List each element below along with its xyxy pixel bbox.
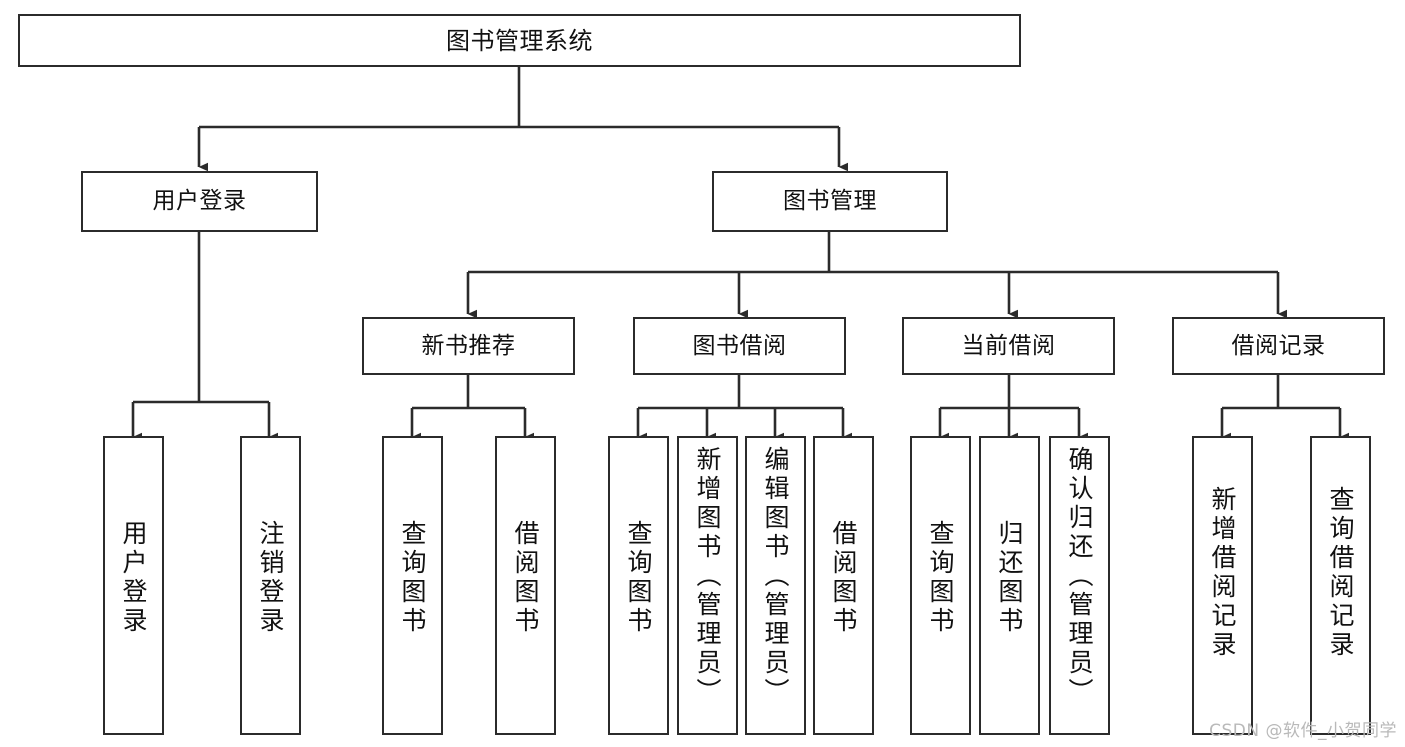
leaf-confirm-return-admin[interactable]: 确认归还（管理员） [1049,436,1110,735]
leaf-query-borrow-record[interactable]: 查询借阅记录 [1310,436,1371,735]
node-label: 借阅记录 [1231,332,1326,359]
node-book-manage[interactable]: 图书管理 [712,171,948,232]
leaf-logout-login[interactable]: 注销登录 [240,436,301,735]
node-label: 新增借阅记录 [1208,486,1237,660]
node-label: 归还图书 [995,520,1024,636]
node-root-system[interactable]: 图书管理系统 [18,14,1021,67]
leaf-add-book-admin[interactable]: 新增图书（管理员） [677,436,738,735]
node-label: 图书管理系统 [446,26,593,55]
node-label: 用户登录 [119,520,148,636]
node-label: 借阅图书 [829,520,858,636]
node-label: 新书推荐 [421,332,516,359]
node-label: 注销登录 [256,520,285,636]
node-label: 当前借阅 [961,332,1056,359]
node-book-borrow[interactable]: 图书借阅 [633,317,846,375]
node-label: 新增图书（管理员） [693,446,722,707]
node-new-book-recommend[interactable]: 新书推荐 [362,317,575,375]
node-label: 图书管理 [783,188,877,214]
node-current-borrow[interactable]: 当前借阅 [902,317,1115,375]
node-label: 确认归还（管理员） [1065,446,1094,707]
leaf-query-book-current[interactable]: 查询图书 [910,436,971,735]
node-label: 借阅图书 [511,520,540,636]
leaf-edit-book-admin[interactable]: 编辑图书（管理员） [745,436,806,735]
leaf-query-book-borrow[interactable]: 查询图书 [608,436,669,735]
node-borrow-record[interactable]: 借阅记录 [1172,317,1385,375]
node-label: 编辑图书（管理员） [761,446,790,707]
node-label: 查询图书 [398,520,427,636]
node-label: 查询图书 [624,520,653,636]
watermark-text: CSDN @软件_小贺同学 [1209,721,1397,741]
leaf-borrow-book-borrow[interactable]: 借阅图书 [813,436,874,735]
leaf-add-borrow-record[interactable]: 新增借阅记录 [1192,436,1253,735]
node-label: 查询图书 [926,520,955,636]
leaf-user-login[interactable]: 用户登录 [103,436,164,735]
node-label: 用户登录 [152,188,247,214]
node-user-login[interactable]: 用户登录 [81,171,318,232]
node-label: 图书借阅 [692,332,787,359]
leaf-borrow-book-recommend[interactable]: 借阅图书 [495,436,556,735]
node-label: 查询借阅记录 [1326,486,1355,660]
leaf-return-book[interactable]: 归还图书 [979,436,1040,735]
leaf-query-book-recommend[interactable]: 查询图书 [382,436,443,735]
